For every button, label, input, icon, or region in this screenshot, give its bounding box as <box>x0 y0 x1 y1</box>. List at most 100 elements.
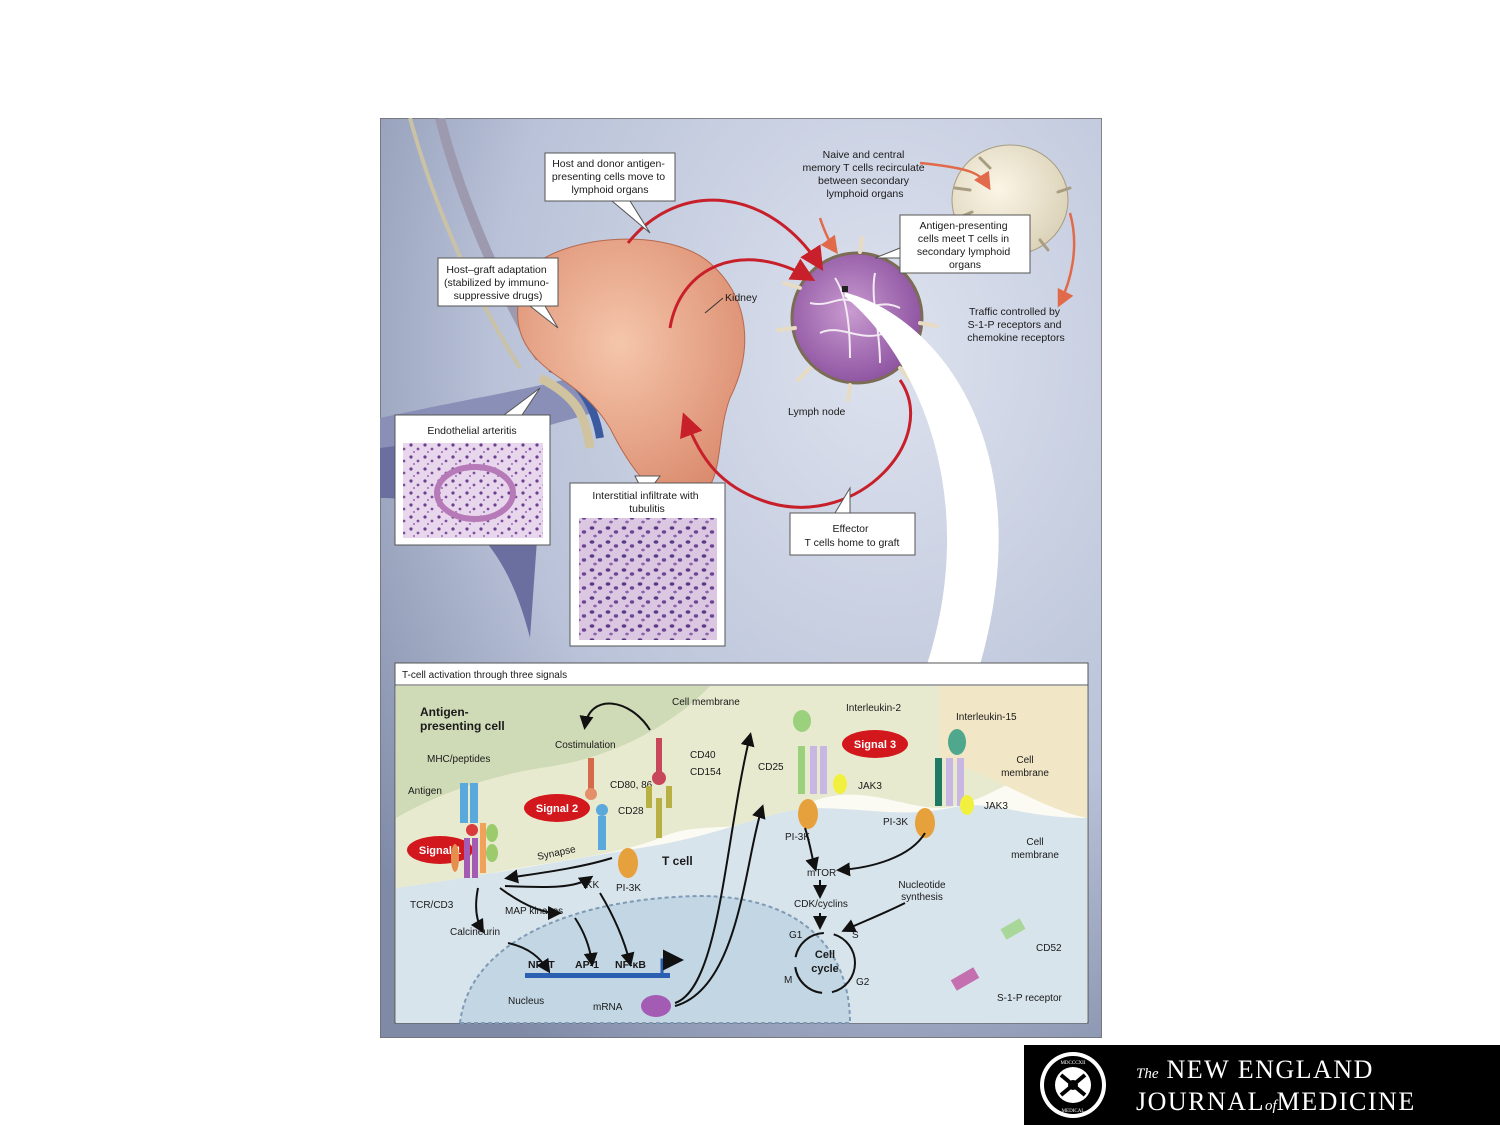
callout-apc-meet: Antigen-presenting cells meet T cells in… <box>874 214 1031 274</box>
signal3-text: Signal 3 <box>854 739 896 751</box>
callout-traffic: Traffic controlled by S-1-P receptors an… <box>967 306 1064 344</box>
s-label: S <box>852 930 859 941</box>
cd40-cd154 <box>646 738 672 838</box>
jak3-a-label: JAK3 <box>858 781 882 792</box>
journal-the: The <box>1136 1066 1159 1082</box>
ikk-label: IKK <box>583 880 599 891</box>
journal-title-line1: The NEW ENGLAND <box>1136 1055 1374 1085</box>
mhc-peptides-label: MHC/peptides <box>427 754 490 765</box>
cell-cycle-line1: Cell <box>815 949 835 961</box>
calcineurin-label: Calcineurin <box>450 927 500 938</box>
callout-apc-meet-line4: organs <box>949 259 981 271</box>
apc-label-line2: presenting cell <box>420 719 505 733</box>
cd25-label: CD25 <box>758 762 784 773</box>
nucleotide-line2: synthesis <box>901 892 943 903</box>
journal-journal: JOURNAL <box>1136 1087 1265 1116</box>
cell-cycle-diagram <box>794 932 856 994</box>
signal1-badge: Signal 1 <box>407 836 473 864</box>
cell-membrane-right2-line2: membrane <box>1011 850 1059 861</box>
cell-membrane-right-line1: Cell <box>1016 755 1033 766</box>
nucleus-label: Nucleus <box>508 996 544 1007</box>
callout-host-donor-apc-line3: lymphoid organs <box>571 184 648 196</box>
interleukin15-label: Interleukin-15 <box>956 712 1017 723</box>
mrna-label: mRNA <box>593 1002 623 1013</box>
gene-promoter-bar <box>525 973 670 978</box>
il2-receptor <box>793 710 847 829</box>
costimulation-label: Costimulation <box>555 740 616 751</box>
cd28-label: CD28 <box>618 806 644 817</box>
interstitial-line1: Interstitial infiltrate with <box>592 490 698 502</box>
callout-naive-line1: Naive and central <box>823 149 905 161</box>
callout-host-donor-apc: Host and donor antigen- presenting cells… <box>544 152 676 234</box>
callout-traffic-line2: S-1-P receptors and <box>968 319 1062 331</box>
tcr-cd3-label: TCR/CD3 <box>410 900 454 911</box>
effector-line2: T cells home to graft <box>805 537 900 549</box>
callout-naive-line3: between secondary <box>818 175 910 187</box>
seal-top-text: MDCCCXII <box>1060 1061 1085 1066</box>
nfkb-label: NF-κB <box>615 959 646 971</box>
callout-host-graft-line1: Host–graft adaptation <box>446 264 547 276</box>
journal-of: of <box>1264 1098 1277 1114</box>
nucleus-shape <box>458 894 852 1024</box>
s1p-receptor-label: S-1-P receptor <box>997 993 1063 1004</box>
cd154-label: CD154 <box>690 767 722 778</box>
cd80-cd28 <box>585 758 638 878</box>
lymph-node-label: Lymph node <box>788 406 846 418</box>
journal-title-line2: JOURNALofMEDICINE <box>1136 1087 1416 1117</box>
signal1-text: Signal 1 <box>419 845 461 857</box>
cd52-label: CD52 <box>1036 943 1062 954</box>
pi3k-c-label: PI-3K <box>883 817 908 828</box>
callout-effector: Effector T cells home to graft <box>789 486 916 556</box>
callout-apc-meet-line2: cells meet T cells in <box>918 233 1009 245</box>
signal3-badge: Signal 3 <box>842 730 908 758</box>
t-cell-label: T cell <box>662 854 693 868</box>
cell-membrane-right-line2: membrane <box>1001 768 1049 779</box>
map-kinases-label: MAP kinases <box>505 906 563 917</box>
journal-new-england: NEW ENGLAND <box>1166 1055 1374 1084</box>
callout-host-donor-apc-line1: Host and donor antigen- <box>552 158 665 170</box>
signaling-arrows <box>470 702 926 1007</box>
jak3-b-label: JAK3 <box>984 801 1008 812</box>
callout-apc-meet-line1: Antigen-presenting <box>919 220 1007 232</box>
signal2-badge: Signal 2 <box>524 794 590 822</box>
endothelial-arteritis-label: Endothelial arteritis <box>427 425 516 437</box>
interstitial-infiltrate-panel: Interstitial infiltrate with tubulitis <box>569 475 726 647</box>
cell-membrane-top-label: Cell membrane <box>672 697 740 708</box>
cell-cycle-line2: cycle <box>811 963 839 975</box>
m-label: M <box>784 975 792 986</box>
svg-text:Interstitial infiltrate with: Interstitial infiltrate with tubulitis <box>592 490 701 515</box>
g1-label: G1 <box>789 930 803 941</box>
cd40-label: CD40 <box>690 750 716 761</box>
svg-text:Host and donor antigen-: Host and donor antigen- presenting cells… <box>552 158 668 196</box>
kidney-label: Kidney <box>725 292 758 304</box>
mtor-label: mTOR <box>807 868 836 879</box>
transplant-rejection-figure: Host and donor antigen- presenting cells… <box>379 116 1103 1039</box>
callout-naive-line4: lymphoid organs <box>826 188 903 200</box>
cdk-cyclins-label: CDK/cyclins <box>794 899 848 910</box>
callout-host-donor-apc-line2: presenting cells move to <box>552 171 665 183</box>
pi3k-a-label: PI-3K <box>616 883 641 894</box>
cell-membrane-right2-line1: Cell <box>1026 837 1043 848</box>
mrna-shape <box>641 995 671 1017</box>
svg-text:Host–graft adaptation (s: Host–graft adaptation (stabilized by imm… <box>444 264 552 302</box>
antigen-label: Antigen <box>408 786 442 797</box>
callout-host-graft-line2: (stabilized by immuno- <box>444 277 550 289</box>
interleukin2-label: Interleukin-2 <box>846 703 901 714</box>
recirculation-arrows <box>818 161 1076 308</box>
callout-naive-line2: memory T cells recirculate <box>802 162 924 174</box>
cd52-shape <box>1000 918 1026 940</box>
pi3k-b-label: PI-3K <box>785 832 810 843</box>
callout-naive-tcells: Naive and central memory T cells recircu… <box>802 149 924 200</box>
apc-label-line1: Antigen- <box>420 705 469 719</box>
nejm-logo: MDCCCXII MEDICAL The NEW ENGLAND JOURNAL… <box>1024 1045 1500 1125</box>
tcr-cd3-complex <box>451 783 498 878</box>
journal-medicine: MEDICINE <box>1276 1087 1416 1116</box>
callout-host-graft-line3: suppressive drugs) <box>454 290 543 302</box>
callout-traffic-line3: chemokine receptors <box>967 332 1064 344</box>
effector-line1: Effector <box>833 523 869 535</box>
signals-panel-title: T-cell activation through three signals <box>402 670 567 681</box>
svg-text:Effector T cells home to: Effector T cells home to graft <box>805 523 900 549</box>
svg-text:Traffic controlled by S-: Traffic controlled by S-1-P receptors an… <box>967 306 1064 344</box>
signals-panel: T-cell activation through three signals <box>394 662 1089 1024</box>
migration-arrows <box>626 198 913 509</box>
